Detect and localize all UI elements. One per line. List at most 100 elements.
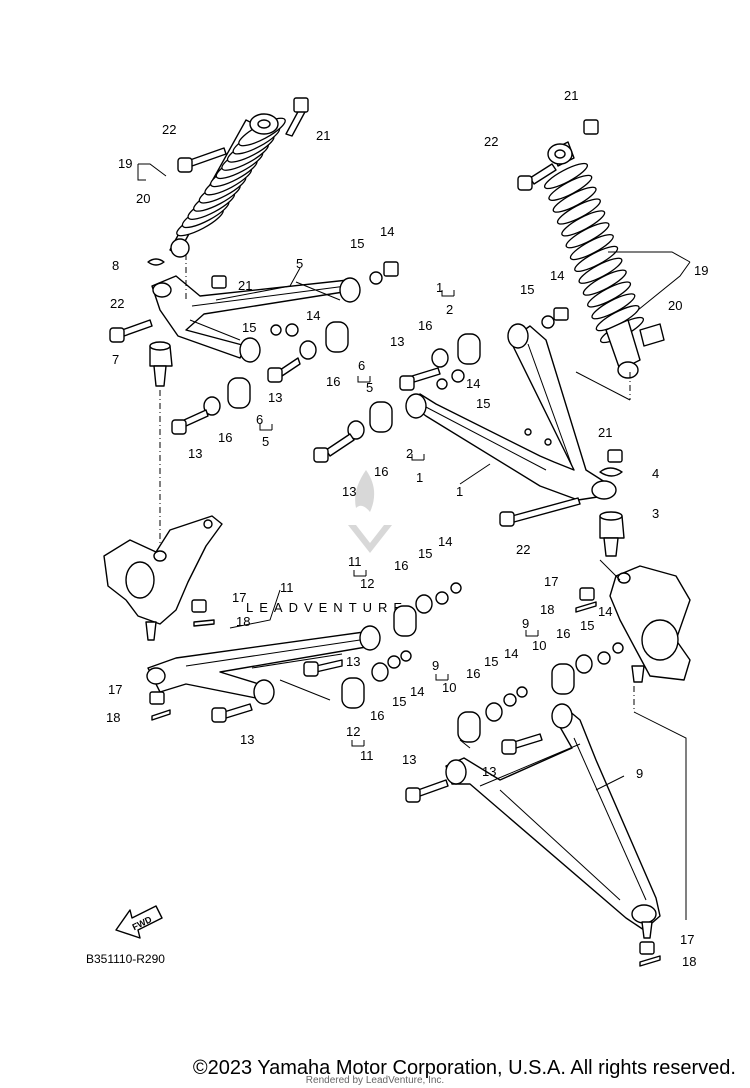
- part-callout: 16: [326, 374, 340, 389]
- callout-brackets: [137, 163, 691, 791]
- part-callout: 22: [484, 134, 498, 149]
- part-callout: 15: [580, 618, 594, 633]
- part-callout: 4: [652, 466, 659, 481]
- right-lower-arm-hardware: [405, 642, 624, 803]
- right-lower-arm: [445, 703, 661, 939]
- right-upper-arm-hardware: [313, 307, 569, 463]
- part-callout: 6: [358, 358, 365, 373]
- part-callout: 16: [418, 318, 432, 333]
- cotter-pin-18-right-lower: [639, 955, 661, 967]
- part-callout: 2: [406, 446, 413, 461]
- right-upper-arm: [405, 323, 617, 501]
- cotter-pin-18-right-knuckle: [575, 601, 597, 613]
- bolt-22-right-arm: [499, 497, 581, 527]
- part-callout: 3: [652, 506, 659, 521]
- part-callout: 1: [416, 470, 423, 485]
- part-callout: 21: [564, 88, 578, 103]
- part-callout: 15: [520, 282, 534, 297]
- part-callout: 21: [598, 425, 612, 440]
- part-callout: 2: [446, 302, 453, 317]
- part-callout: 22: [162, 122, 176, 137]
- nut-17-right-lower: [639, 941, 655, 955]
- part-callout: 13: [188, 446, 202, 461]
- left-upper-arm: [151, 275, 361, 363]
- part-callout: 10: [532, 638, 546, 653]
- cotter-pin-18-left-knuckle: [193, 619, 215, 627]
- rendered-by-notice: Rendered by LeadVenture, Inc.: [305, 1075, 445, 1086]
- part-callout: 21: [238, 278, 252, 293]
- part-callout: 8: [112, 258, 119, 273]
- right-steering-knuckle: [609, 565, 691, 683]
- part-callout: 16: [556, 626, 570, 641]
- part-callout: 10: [442, 680, 456, 695]
- nut-17-right-knuckle: [579, 587, 595, 601]
- part-callout: 15: [392, 694, 406, 709]
- left-shock-absorber: [169, 97, 309, 258]
- part-callout: 9: [432, 658, 439, 673]
- part-callout: 14: [306, 308, 320, 323]
- suspension-parts-diagram: LEADVENTURE: [103, 88, 708, 969]
- part-callout: 22: [516, 542, 530, 557]
- part-callout: 20: [136, 191, 150, 206]
- diagram-reference-code: B351110-R290: [86, 952, 165, 966]
- part-callout: 15: [476, 396, 490, 411]
- part-callout: 14: [504, 646, 518, 661]
- part-callout: 11: [360, 748, 374, 763]
- circlip-4-right: [599, 467, 623, 477]
- part-callout: 18: [682, 954, 696, 969]
- part-callout: 14: [438, 534, 452, 549]
- left-lower-arm: [146, 625, 381, 705]
- nut-17-left-lower: [149, 691, 165, 705]
- part-callout: 18: [106, 710, 120, 725]
- part-callout: 5: [296, 256, 303, 271]
- part-callout: 22: [110, 296, 124, 311]
- part-callout: 16: [218, 430, 232, 445]
- part-callout: 21: [316, 128, 330, 143]
- fwd-arrow-icon: FWD: [115, 905, 163, 939]
- part-callout: 6: [256, 412, 263, 427]
- part-callout: 9: [522, 616, 529, 631]
- part-callout: 13: [240, 732, 254, 747]
- part-callout: 14: [466, 376, 480, 391]
- part-callout: 11: [348, 554, 362, 569]
- watermark-text: LEADVENTURE: [246, 600, 408, 615]
- nut-17-left-knuckle: [191, 599, 207, 613]
- part-callout: 1: [436, 280, 443, 295]
- part-callout: 19: [118, 156, 132, 171]
- part-callout: 15: [242, 320, 256, 335]
- part-callout: 17: [108, 682, 122, 697]
- part-callout: 11: [280, 580, 294, 595]
- part-callout: 14: [598, 604, 612, 619]
- cotter-pin-18-left-lower: [151, 709, 171, 721]
- part-callout: 12: [360, 576, 374, 591]
- leader-right-shock: [575, 371, 631, 401]
- part-callout: 16: [394, 558, 408, 573]
- left-shock-bolt: [177, 147, 227, 173]
- part-callout: 16: [466, 666, 480, 681]
- part-callout: 18: [540, 602, 554, 617]
- leadventure-watermark: LEADVENTURE: [246, 470, 408, 615]
- bolt-22-left-arm: [109, 319, 153, 343]
- part-callout: 5: [262, 434, 269, 449]
- part-callout: 15: [418, 546, 432, 561]
- part-callout: 16: [370, 708, 384, 723]
- part-callout: 5: [366, 380, 373, 395]
- part-callout: 20: [668, 298, 682, 313]
- part-callout: 9: [636, 766, 643, 781]
- nut-21-right-arm: [607, 449, 623, 463]
- part-callout: 13: [346, 654, 360, 669]
- right-shock-absorber: [543, 119, 645, 379]
- part-callout: 17: [544, 574, 558, 589]
- copyright-notice: ©2023 Yamaha Motor Corporation, U.S.A. A…: [192, 1057, 736, 1079]
- right-upper-ball-joint: [599, 511, 625, 557]
- part-callout: 1: [456, 484, 463, 499]
- part-callout: 13: [390, 334, 404, 349]
- part-callout: 13: [268, 390, 282, 405]
- part-callout: 18: [236, 614, 250, 629]
- leader-right-knuckle: [599, 559, 621, 581]
- part-callout: 15: [350, 236, 364, 251]
- part-callout: 7: [112, 352, 119, 367]
- part-callout: 19: [694, 263, 708, 278]
- right-shock-label-tab: [639, 323, 665, 347]
